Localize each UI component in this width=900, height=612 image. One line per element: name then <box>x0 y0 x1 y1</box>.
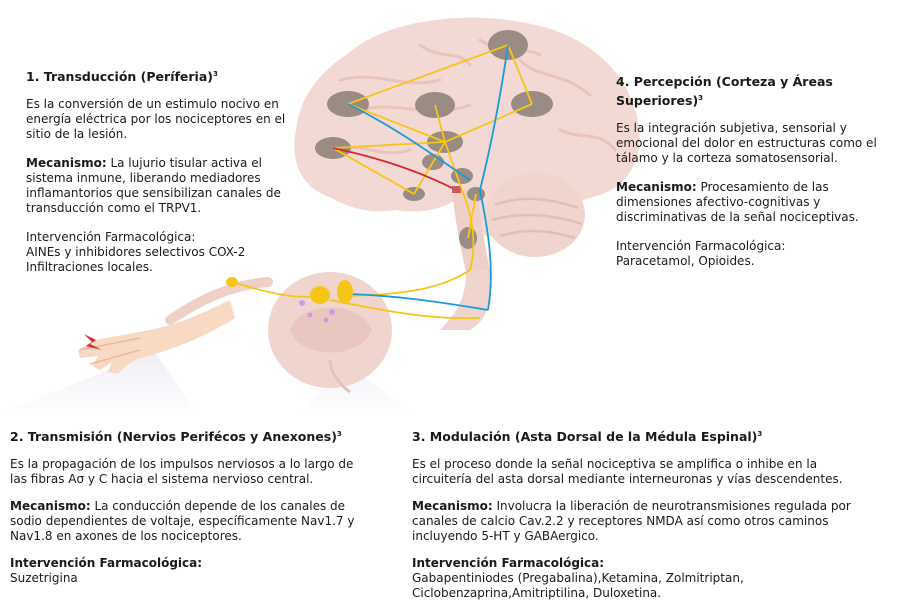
intervention-item: Gabapentiniodes (Pregabalina),Ketamina, … <box>412 571 744 586</box>
intervention-item: Ciclobenzaprina,Amitriptilina, Duloxetin… <box>412 586 662 601</box>
intervention-item: AINEs y inhibidores selectivos COX-2 <box>26 245 246 260</box>
light-beam <box>0 345 200 418</box>
panel-title: 1. Transducción (Períferia)3 <box>26 69 218 85</box>
ascending-pathway <box>231 44 533 320</box>
intervention-item: Paracetamol, Opioides. <box>616 254 755 269</box>
definition-text: Es la conversión de un estimulo nocivo e… <box>26 97 286 142</box>
transduction-panel: 1. Transducción (Períferia)3 Es la conve… <box>26 66 288 275</box>
modulation-panel: 3. Modulación (Asta Dorsal de la Médula … <box>412 426 852 601</box>
intervention-label: Intervención Farmacológica: <box>10 556 203 571</box>
light-beam <box>300 345 420 418</box>
panel-title: 2. Transmisión (Nervios Perifécos y Anex… <box>10 429 342 445</box>
intervention-item: Infiltraciones locales. <box>26 260 153 275</box>
intervention-label: Intervención Farmacológica: <box>26 230 196 245</box>
mechanism-text: Mecanismo: Involucra la liberación de ne… <box>412 499 851 544</box>
pain-bolt-icon <box>84 334 102 350</box>
mechanism-text: Mecanismo: La conducción depende de los … <box>10 499 355 544</box>
intervention-item: Suzetrigina <box>10 571 78 586</box>
descending-pathway <box>347 44 509 311</box>
mechanism-text: Mecanismo: Procesamiento de las dimensio… <box>616 180 859 225</box>
definition-text: Es la integración subjetiva, sensorial y… <box>616 121 877 166</box>
intervention-label: Intervención Farmacológica: <box>616 239 786 254</box>
pain-signal-pathway <box>332 147 453 189</box>
mechanism-text: Mecanismo: La lujurio tisular activa el … <box>26 156 281 216</box>
transmission-panel: 2. Transmisión (Nervios Perifécos y Anex… <box>10 426 365 586</box>
definition-text: Es el proceso donde la señal nociceptiva… <box>412 457 843 487</box>
definition-text: Es la propagación de los impulsos nervio… <box>10 457 354 487</box>
hand-icon <box>78 300 235 374</box>
panel-title: 3. Modulación (Asta Dorsal de la Médula … <box>412 429 763 445</box>
intervention-label: Intervención Farmacológica: <box>412 556 605 571</box>
panel-title: 4. Percepción (Corteza y Áreas Superiore… <box>616 74 833 109</box>
perception-panel: 4. Percepción (Corteza y Áreas Superiore… <box>616 74 884 269</box>
spinal-cord-icon <box>165 270 491 394</box>
relay-node <box>452 186 461 193</box>
dorsal-horn-neurons <box>226 277 353 323</box>
